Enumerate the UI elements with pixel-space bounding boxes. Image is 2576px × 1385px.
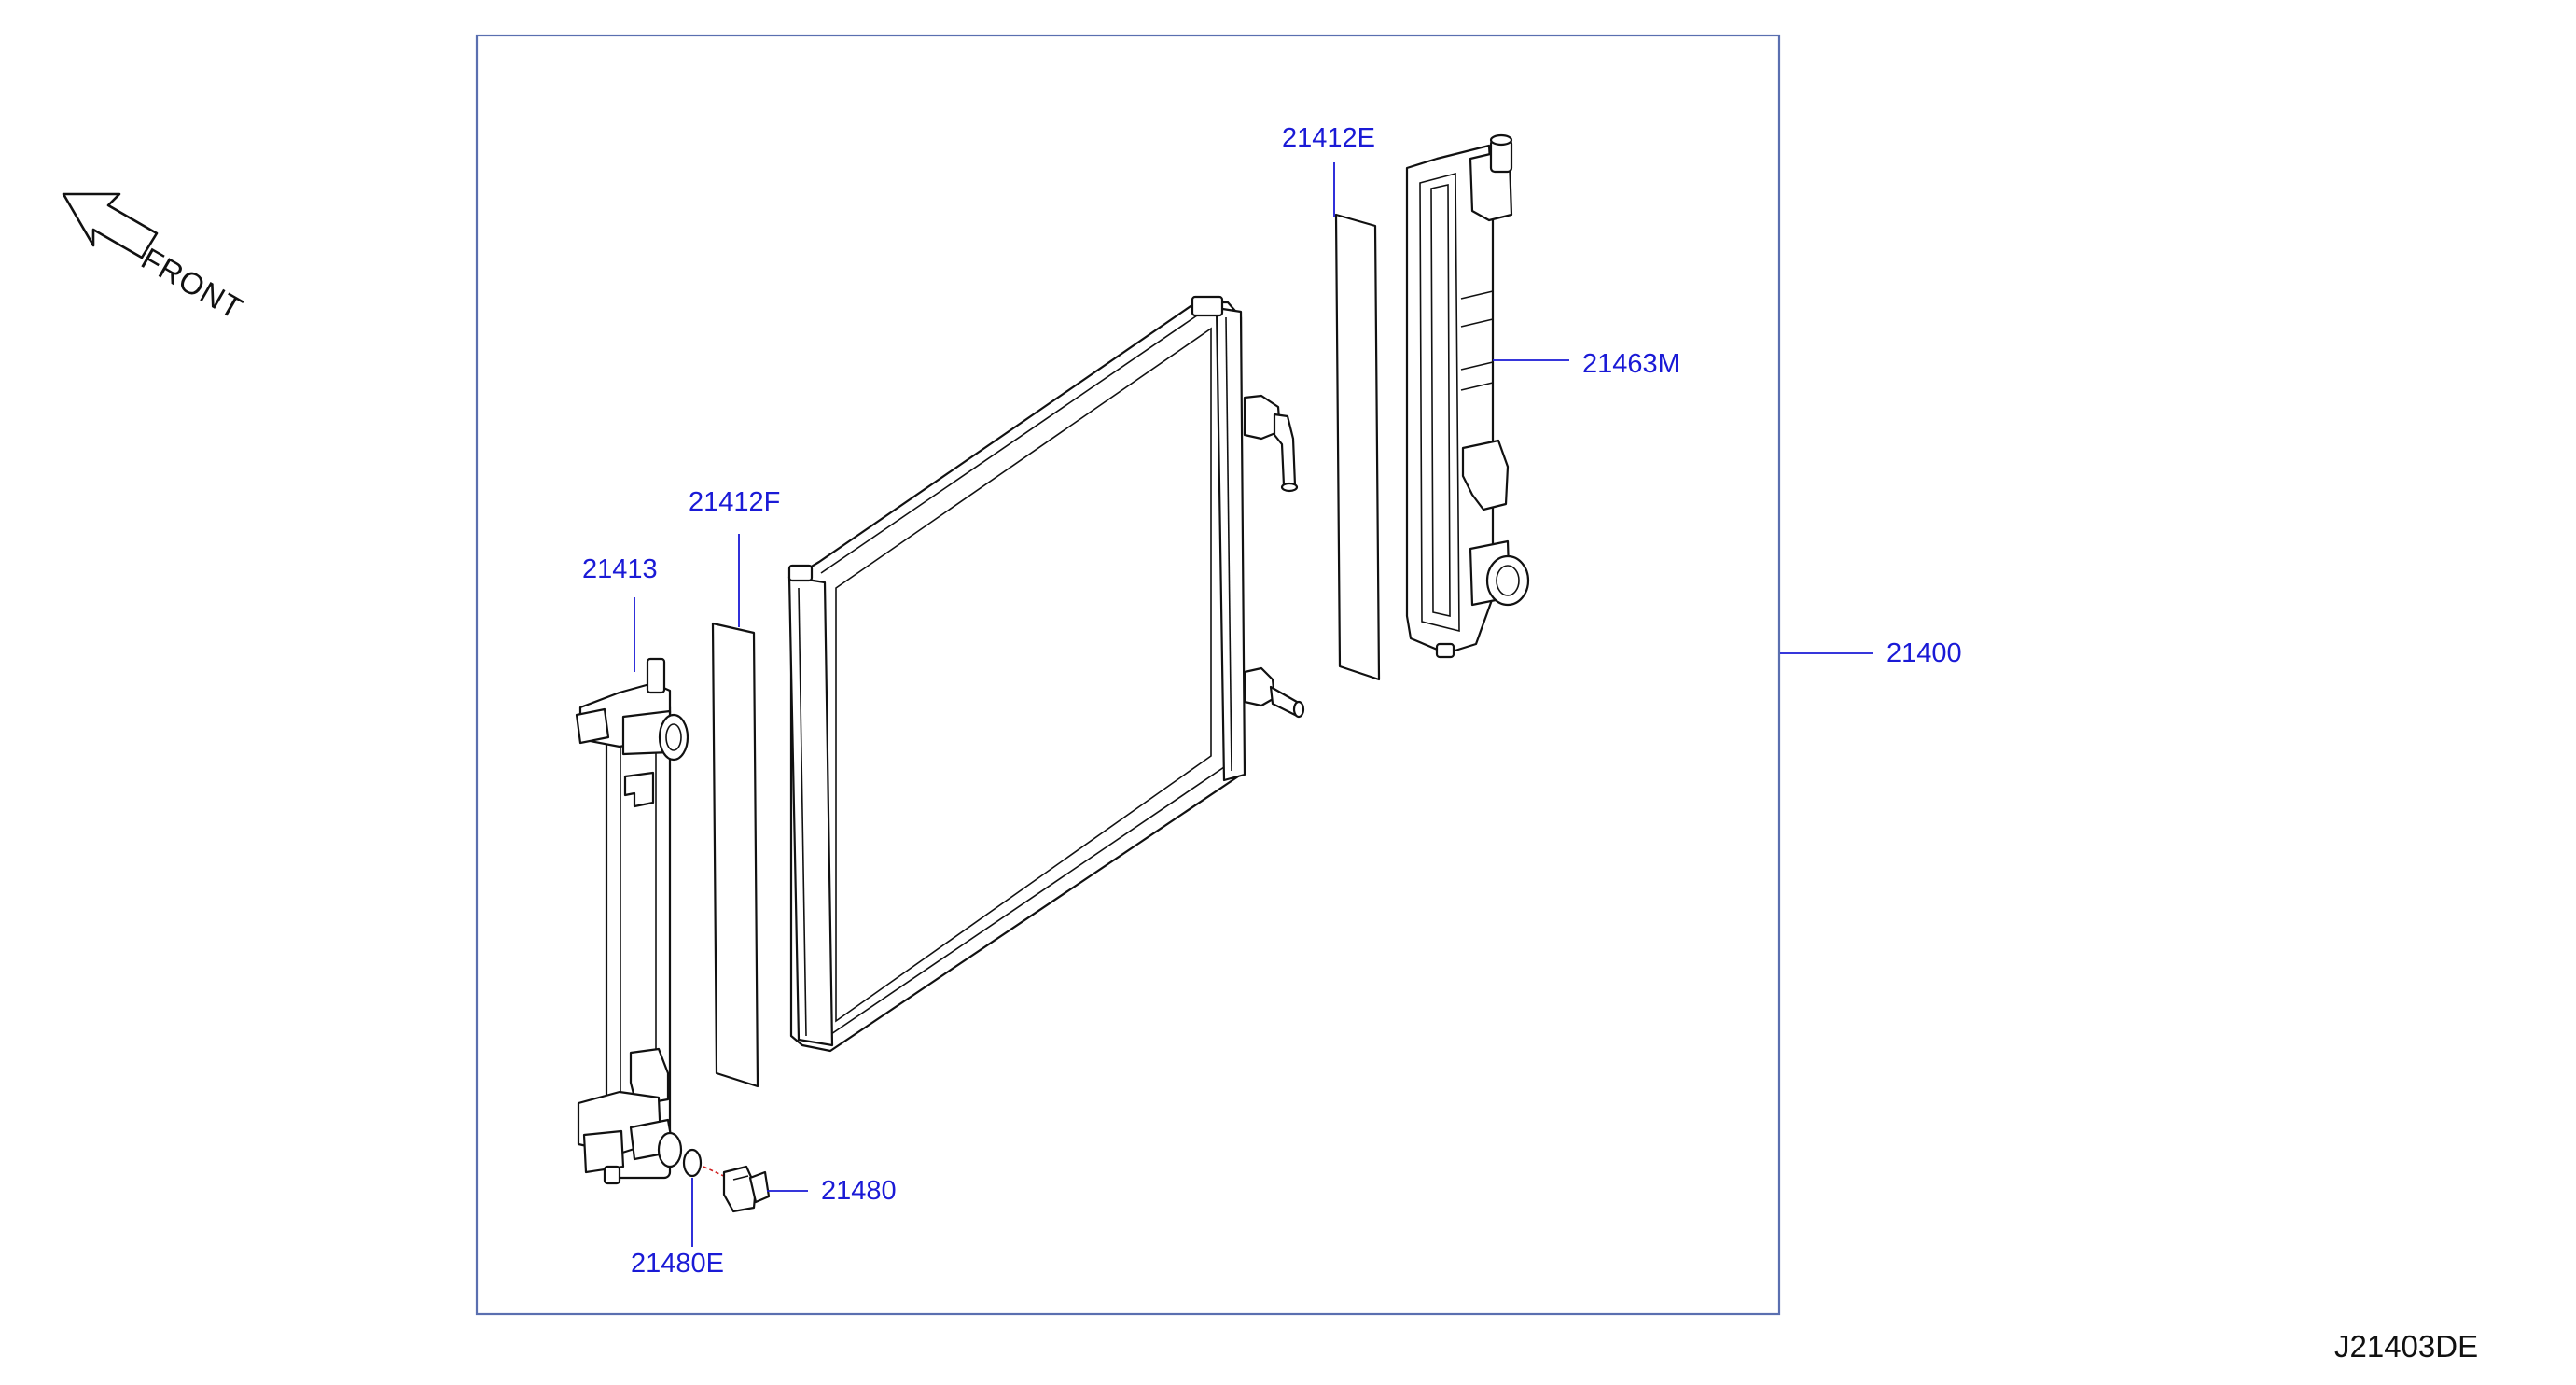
left-seal bbox=[711, 622, 759, 1088]
callout-drain-cock: 21480 bbox=[821, 1176, 897, 1206]
radiator-core bbox=[787, 295, 1305, 1053]
callout-lower-tank: 21413 bbox=[582, 554, 658, 584]
drain-cock bbox=[722, 1165, 771, 1213]
right-seal bbox=[1334, 213, 1381, 681]
callout-seal-left: 21412F bbox=[689, 487, 781, 517]
callout-radiator-assembly: 21400 bbox=[1887, 638, 1962, 668]
assembly-frame bbox=[475, 34, 1781, 1316]
front-arrow-icon bbox=[62, 192, 159, 259]
right-side-tank bbox=[1405, 133, 1530, 659]
callout-seal-right: 21412E bbox=[1282, 123, 1375, 153]
left-side-tank bbox=[575, 657, 689, 1185]
drain-oring bbox=[682, 1148, 729, 1179]
diagram-code: J21403DE bbox=[2334, 1329, 2479, 1364]
callout-upper-tank: 21463M bbox=[1582, 349, 1680, 379]
callout-drain-oring: 21480E bbox=[631, 1249, 724, 1279]
